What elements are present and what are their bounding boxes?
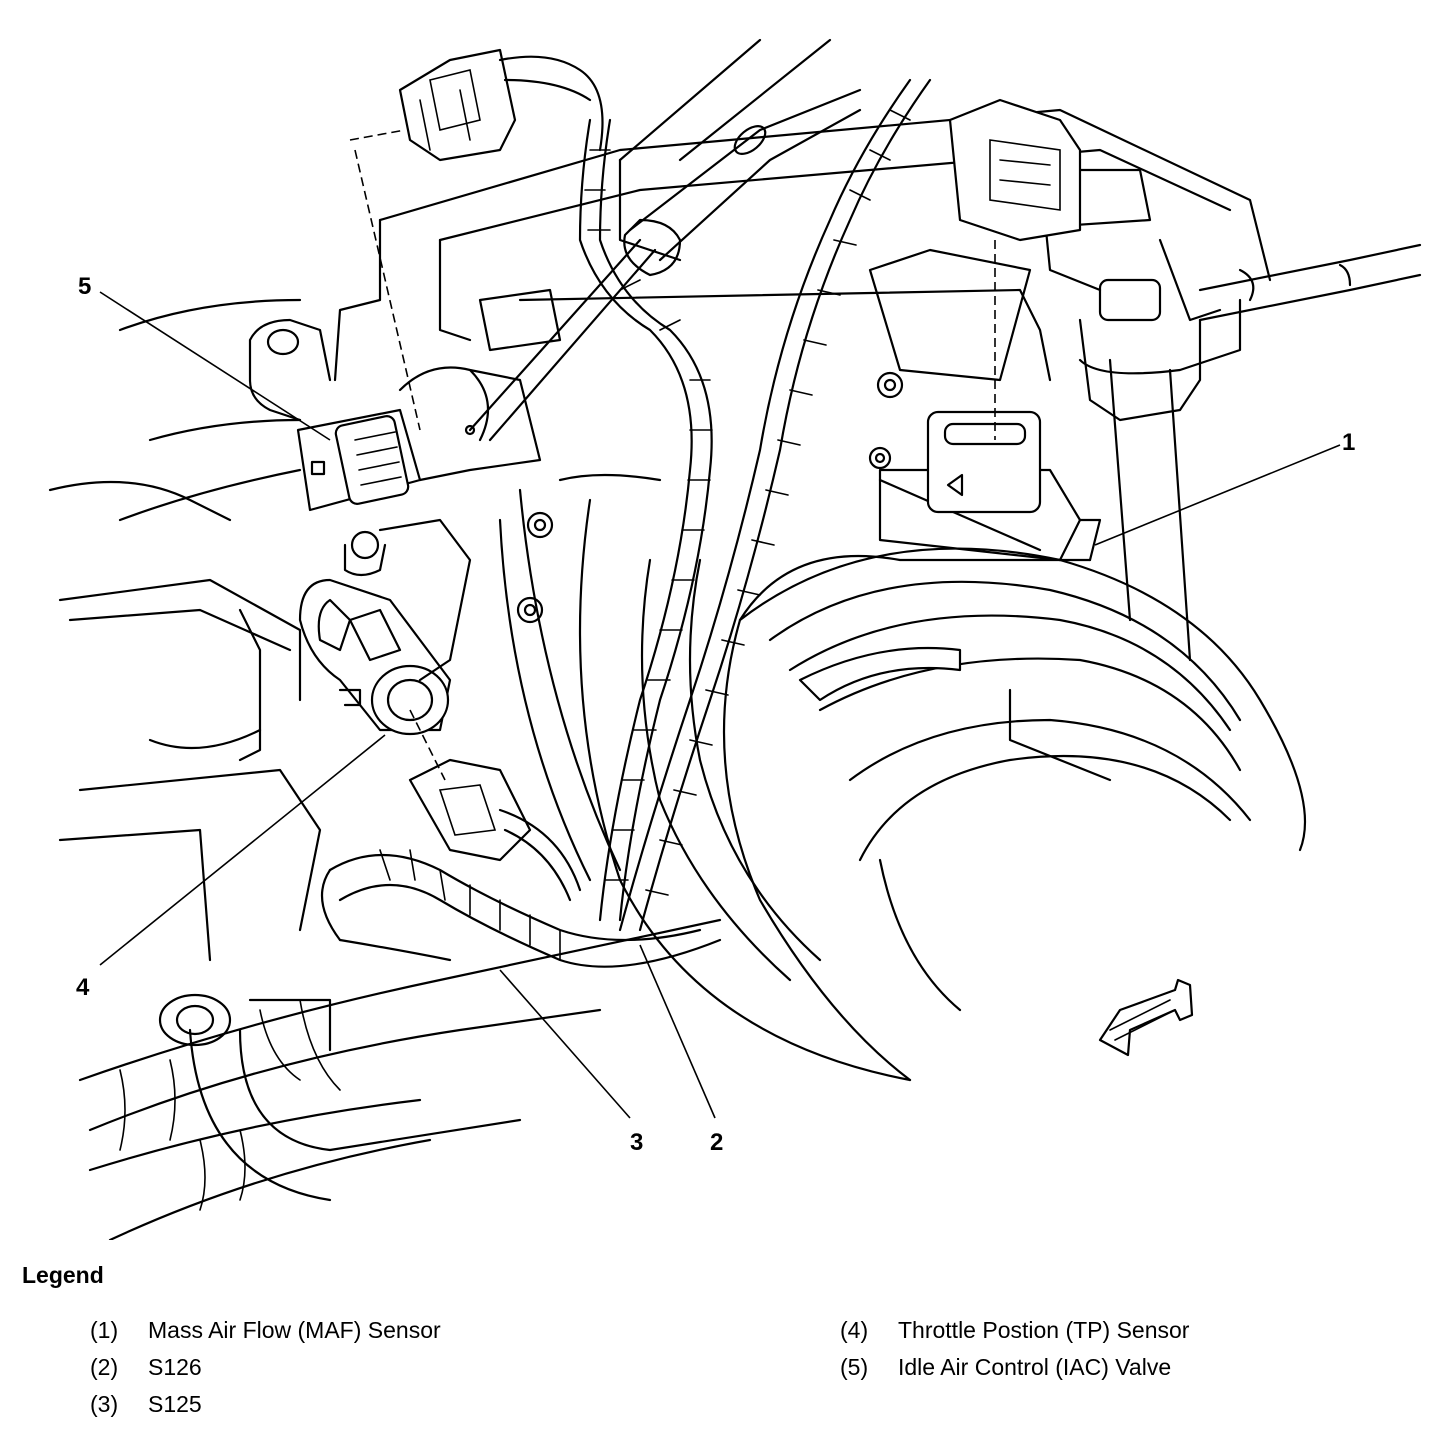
- callout-1: 1: [1342, 429, 1355, 456]
- callout-3-leader: [499, 969, 631, 1119]
- legend-item-1: (1) Mass Air Flow (MAF) Sensor: [90, 1312, 441, 1349]
- legend-item-label: S126: [148, 1354, 202, 1380]
- iac-connector: [398, 48, 604, 162]
- engine-throttle-body-diagram: 1 2 3 4 5: [48, 38, 1422, 1240]
- legend-item-5: (5) Idle Air Control (IAC) Valve: [840, 1349, 1189, 1386]
- callout-3: 3: [630, 1129, 643, 1156]
- legend-column-left: (1) Mass Air Flow (MAF) Sensor (2) S126 …: [90, 1312, 441, 1423]
- legend-item-label: Mass Air Flow (MAF) Sensor: [148, 1317, 441, 1343]
- lower-hoses: [78, 918, 722, 1240]
- legend-item-2: (2) S126: [90, 1349, 441, 1386]
- mass-air-flow-sensor-duct: [498, 371, 1307, 1082]
- callout-1-leader: [1094, 444, 1341, 546]
- maf-connector: [948, 98, 1082, 242]
- wiring-harness: [320, 78, 932, 968]
- callout-5: 5: [78, 273, 91, 300]
- callout-4-leader: [99, 734, 386, 966]
- connector-association-lines: [349, 129, 996, 781]
- mounting-bracket: [1078, 238, 1242, 662]
- legend-item-label: Idle Air Control (IAC) Valve: [898, 1354, 1172, 1380]
- legend: Legend (1) Mass Air Flow (MAF) Sensor (2…: [22, 1262, 1422, 1417]
- callout-4: 4: [76, 974, 90, 1001]
- throttle-cable: [468, 38, 1422, 442]
- legend-column-right: (4) Throttle Postion (TP) Sensor (5) Idl…: [840, 1312, 1189, 1386]
- legend-item-number: (4): [840, 1317, 869, 1343]
- engine-block-outline: [48, 108, 1272, 962]
- legend-item-4: (4) Throttle Postion (TP) Sensor: [840, 1312, 1189, 1349]
- idle-air-control-valve: [248, 318, 542, 512]
- throttle-position-sensor: [298, 518, 472, 736]
- tp-connector: [408, 758, 582, 902]
- callout-5-leader: [99, 291, 331, 441]
- legend-item-label: Throttle Postion (TP) Sensor: [898, 1317, 1190, 1343]
- forward-direction-arrow: [1098, 978, 1194, 1057]
- legend-item-number: (3): [90, 1391, 119, 1417]
- legend-item-number: (1): [90, 1317, 119, 1343]
- legend-title: Legend: [22, 1262, 104, 1288]
- callout-2-leader: [639, 944, 716, 1119]
- legend-item-label: S125: [148, 1391, 202, 1417]
- callout-2: 2: [710, 1129, 723, 1156]
- legend-item-3: (3) S125: [90, 1386, 441, 1423]
- legend-item-number: (5): [840, 1354, 869, 1380]
- legend-item-number: (2): [90, 1354, 119, 1380]
